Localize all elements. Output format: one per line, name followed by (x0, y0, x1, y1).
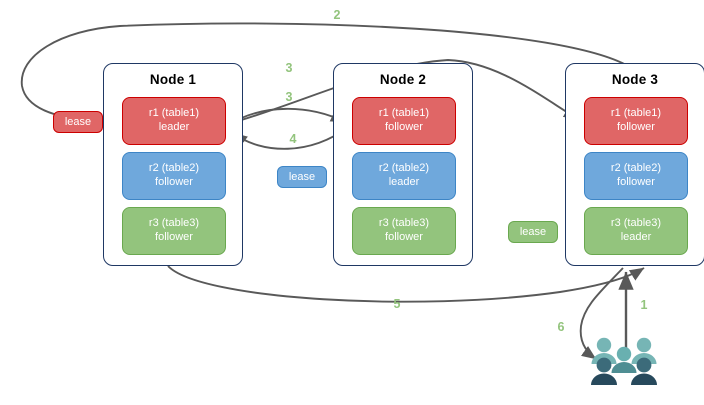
replica-r1[interactable]: r1 (table1) follower (584, 97, 688, 145)
replica-role: leader (620, 231, 652, 243)
step-label-6: 6 (557, 320, 565, 334)
replica-r1[interactable]: r1 (table1) follower (352, 97, 456, 145)
step-label-1: 1 (640, 298, 648, 312)
replica-name: r1 (table1) (610, 107, 662, 120)
replica-name: r1 (table1) (148, 107, 200, 120)
users-icon-svg (591, 337, 657, 385)
replica-name: r1 (table1) (378, 107, 430, 120)
replica-role: follower (155, 176, 193, 188)
replica-r2[interactable]: r2 (table2) follower (122, 152, 226, 200)
users-icon (588, 334, 660, 390)
lease-badge-r2[interactable]: lease (277, 166, 327, 188)
replica-role: leader (158, 121, 190, 133)
replica-role: follower (617, 176, 655, 188)
step-label-3a: 3 (285, 61, 293, 75)
node-card-node3[interactable]: Node 3 r1 (table1) follower r2 (table2) … (565, 63, 704, 266)
replica-name: r2 (table2) (148, 162, 200, 175)
node-card-node2[interactable]: Node 2 r1 (table1) follower r2 (table2) … (333, 63, 473, 266)
node-card-node1[interactable]: Node 1 r1 (table1) leader r2 (table2) fo… (103, 63, 243, 266)
replica-name: r3 (table3) (610, 217, 662, 230)
lease-badge-r3[interactable]: lease (508, 221, 558, 243)
replica-name: r3 (table3) (148, 217, 200, 230)
lease-badge-r1[interactable]: lease (53, 111, 103, 133)
replica-role: follower (155, 231, 193, 243)
replica-role: follower (617, 121, 655, 133)
replica-role: leader (388, 176, 420, 188)
replica-role: follower (385, 121, 423, 133)
replica-r2[interactable]: r2 (table2) follower (584, 152, 688, 200)
node-title: Node 2 (379, 72, 427, 87)
node-title: Node 3 (611, 72, 659, 87)
replica-name: r2 (table2) (378, 162, 430, 175)
replica-name: r2 (table2) (610, 162, 662, 175)
replica-r2[interactable]: r2 (table2) leader (352, 152, 456, 200)
replica-r3[interactable]: r3 (table3) follower (122, 207, 226, 255)
replica-role: follower (385, 231, 423, 243)
replica-r1[interactable]: r1 (table1) leader (122, 97, 226, 145)
replica-name: r3 (table3) (378, 217, 430, 230)
node-title: Node 1 (149, 72, 197, 87)
replica-r3[interactable]: r3 (table3) leader (584, 207, 688, 255)
edge-step-5 (167, 265, 645, 303)
step-label-2: 2 (333, 8, 341, 22)
step-label-4: 4 (289, 132, 297, 146)
edge-step-3-node2 (227, 107, 346, 126)
step-label-3b: 3 (285, 90, 293, 104)
step-label-5: 5 (393, 297, 401, 311)
replica-r3[interactable]: r3 (table3) follower (352, 207, 456, 255)
